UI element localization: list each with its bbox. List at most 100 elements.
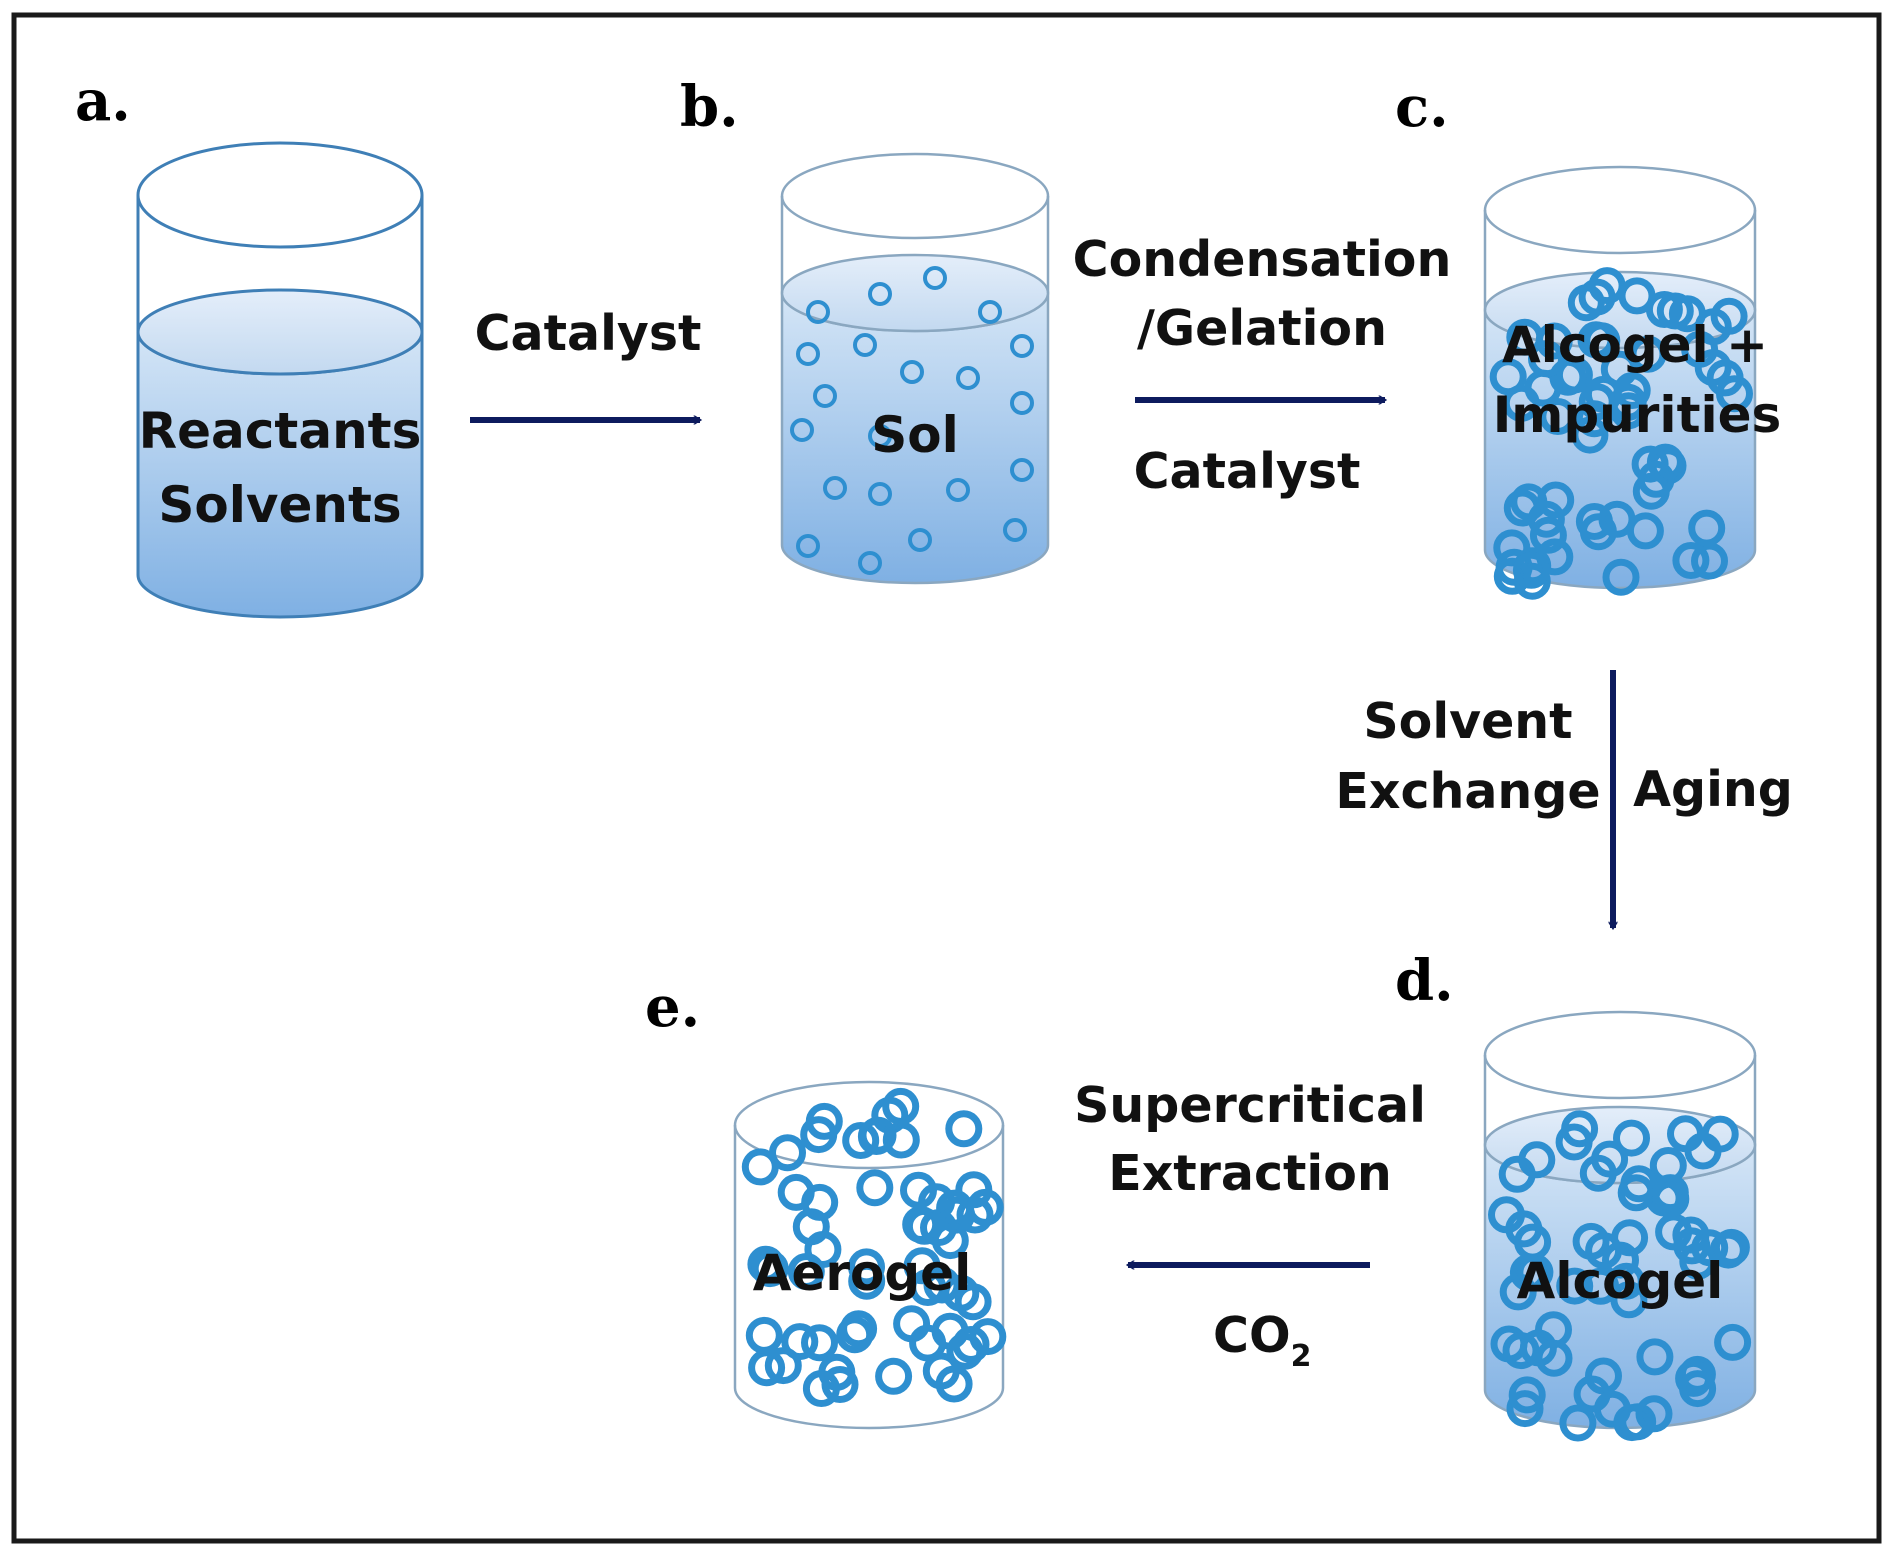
alcogel-impurities-particle xyxy=(1710,297,1748,335)
sol-particle xyxy=(1003,518,1027,542)
sol-particle xyxy=(806,300,830,324)
beaker-reactants-label-1: Reactants xyxy=(139,402,422,460)
alcogel-impurities-particle xyxy=(1602,558,1640,596)
aerogel-particle xyxy=(969,1318,1007,1356)
step-letter-c: c. xyxy=(1395,74,1449,140)
alcogel-impurities-particle xyxy=(1527,500,1565,538)
alcogel-particle xyxy=(1556,1267,1594,1305)
alcogel-impurities-particle xyxy=(1706,359,1744,397)
beaker-reactants: Reactants Solvents xyxy=(136,141,424,619)
alcogel-particle xyxy=(1620,1165,1658,1203)
alcogel-impurities-particle xyxy=(1598,500,1636,538)
alcogel-impurities-particle xyxy=(1584,375,1622,413)
alcogel-particle xyxy=(1488,1196,1525,1234)
step-letter-b: b. xyxy=(680,74,739,140)
alcogel-impurities-particle xyxy=(1672,542,1710,579)
alcogel-impurities-particle xyxy=(1567,284,1605,322)
aerogel-particle xyxy=(801,1324,838,1362)
arrow-b-to-c-label-1: Condensation xyxy=(1073,231,1452,288)
arrow-b-to-c: Condensation /Gelation Catalyst xyxy=(1073,231,1452,500)
alcogel-impurities-particle xyxy=(1637,460,1675,498)
sol-particle xyxy=(1010,334,1034,358)
sol-particle xyxy=(1010,458,1034,482)
aerogel-particle xyxy=(882,1087,920,1125)
alcogel-impurities-particle xyxy=(1610,392,1648,430)
alcogel-particle xyxy=(1518,1141,1556,1179)
sol-particle xyxy=(908,528,932,552)
beaker-alcogel-impurities-label-2: Impurities xyxy=(1493,386,1782,444)
sol-particle xyxy=(956,366,980,390)
sol-particle xyxy=(868,282,892,306)
aerogel-particles xyxy=(741,1087,1007,1407)
alcogel-particle xyxy=(1502,1332,1540,1370)
arrow-b-to-c-label-3: Catalyst xyxy=(1134,443,1361,500)
sol-particle xyxy=(900,360,924,384)
alcogel-particles xyxy=(1488,1110,1752,1442)
sol-particle xyxy=(796,342,820,366)
sol-particle xyxy=(823,476,847,500)
aerogel-particle xyxy=(802,1370,840,1407)
alcogel-impurities-particle xyxy=(1528,340,1565,378)
alcogel-impurities-particle xyxy=(1629,335,1667,373)
arrow-c-to-d-label-3: Aging xyxy=(1633,761,1793,818)
arrow-a-to-b-label: Catalyst xyxy=(475,305,702,362)
alcogel-particle xyxy=(1613,1119,1650,1157)
aerogel-particle xyxy=(859,1116,897,1154)
alcogel-impurities-particle xyxy=(1535,322,1573,360)
co2-subscript: 2 xyxy=(1291,1339,1312,1374)
aerogel-particle xyxy=(842,1122,880,1159)
sol-particle xyxy=(790,418,814,442)
sol-particle xyxy=(923,266,947,290)
alcogel-impurities-particles xyxy=(1489,267,1753,600)
alcogel-particle xyxy=(1499,1273,1537,1311)
beaker-alcogel-label: Alcogel xyxy=(1517,1252,1724,1310)
aerogel-particle xyxy=(909,1269,947,1306)
alcogel-particle xyxy=(1509,1254,1547,1292)
arrow-c-to-d: Solvent Exchange Aging xyxy=(1335,670,1793,928)
alcogel-particle xyxy=(1714,1323,1752,1361)
sol-particle xyxy=(858,551,882,575)
aerogel-particle xyxy=(918,1183,956,1221)
sol-particle xyxy=(1010,391,1034,415)
aerogel-particle xyxy=(745,1316,783,1354)
alcogel-particle xyxy=(1535,1339,1573,1377)
alcogel-impurities-particle xyxy=(1493,557,1531,595)
sol-particle xyxy=(853,333,877,357)
aerogel-particle xyxy=(882,1121,920,1159)
aerogel-particle xyxy=(935,1365,973,1403)
beaker-sol-label: Sol xyxy=(871,406,959,464)
alcogel-particle xyxy=(1651,1174,1689,1212)
alcogel-particle xyxy=(1593,1390,1631,1428)
alcogel-impurities-particle xyxy=(1583,322,1621,360)
aerogel-particle xyxy=(954,1283,992,1321)
sol-particle xyxy=(946,478,970,502)
aerogel-particle xyxy=(848,1262,886,1300)
alcogel-particle xyxy=(1679,1370,1717,1408)
beaker-alcogel-impurities: Alcogel + Impurities xyxy=(1483,165,1782,600)
aerogel-particle xyxy=(966,1188,1004,1226)
aerogel-particle xyxy=(751,1250,789,1288)
aerogel-particle xyxy=(923,1266,961,1304)
aerogel-particle xyxy=(893,1305,931,1343)
alcogel-particle xyxy=(1559,1404,1597,1442)
beaker-sol: Sol xyxy=(780,152,1050,585)
alcogel-particle xyxy=(1636,1338,1674,1376)
alcogel-particle xyxy=(1679,1242,1717,1280)
step-letter-a: a. xyxy=(75,68,131,134)
alcogel-particle xyxy=(1508,1376,1546,1414)
aerogel-particle xyxy=(945,1110,983,1148)
aerogel-particle xyxy=(764,1347,802,1385)
aerogel-particle xyxy=(848,1248,885,1286)
arrow-b-to-c-label-2: /Gelation xyxy=(1137,300,1387,357)
aerogel-particle xyxy=(801,1183,839,1221)
alcogel-impurities-particle xyxy=(1571,416,1609,454)
sol-particle xyxy=(868,482,892,506)
aerogel-particle xyxy=(781,1323,819,1361)
alcogel-particle xyxy=(1506,1390,1544,1428)
alcogel-impurities-particle xyxy=(1537,481,1575,519)
aerogel-particle xyxy=(769,1134,806,1172)
alcogel-particle xyxy=(1635,1395,1673,1433)
beaker-alcogel: Alcogel xyxy=(1483,1010,1757,1442)
alcogel-impurities-particle xyxy=(1618,277,1656,315)
